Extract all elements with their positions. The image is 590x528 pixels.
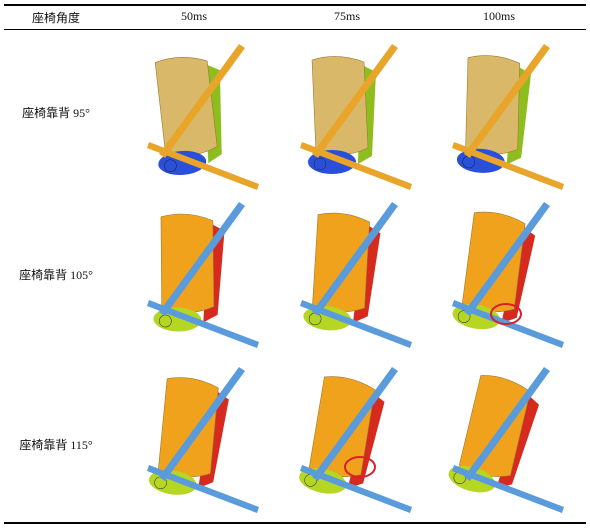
shoulder-belt — [464, 367, 550, 481]
shoulder-belt — [159, 44, 245, 158]
lap-belt — [452, 142, 564, 190]
lap-belt — [300, 300, 412, 348]
torso-shape — [465, 55, 521, 155]
sim-image-r2-c3 — [424, 194, 574, 349]
lap-belt — [147, 465, 259, 513]
torso-shape — [312, 212, 370, 313]
highlight-circle — [344, 456, 376, 478]
pelvis-detail — [313, 157, 327, 171]
sim-image-r1-c1 — [119, 36, 269, 191]
lap-belt — [147, 300, 259, 348]
lap-belt — [147, 142, 259, 190]
row-label-115: 座椅靠背 115° — [19, 438, 93, 452]
header-50ms: 50ms — [180, 9, 207, 23]
sim-image-r2-c1 — [119, 194, 269, 349]
header-75ms: 75ms — [333, 9, 360, 23]
torso-shape — [160, 213, 215, 314]
shoulder-belt — [312, 367, 398, 481]
sim-image-r3-c3 — [424, 359, 574, 514]
pelvis-detail — [164, 159, 177, 173]
shoulder-belt — [464, 202, 550, 316]
sim-image-r1-c2 — [272, 36, 422, 191]
lap-belt — [452, 465, 564, 513]
highlight-circle — [490, 303, 522, 325]
sim-image-r3-c1 — [119, 359, 269, 514]
lap-belt — [300, 465, 412, 513]
pelvis-detail — [159, 314, 172, 328]
table-header-rule — [4, 29, 586, 30]
header-seat-angle: 座椅角度 — [31, 11, 80, 25]
table-bottom-rule — [4, 522, 586, 524]
shoulder-belt — [312, 44, 398, 158]
shoulder-belt — [312, 202, 398, 316]
shoulder-belt — [464, 44, 550, 158]
sim-image-r2-c2 — [272, 194, 422, 349]
sim-image-r1-c3 — [424, 36, 574, 191]
shoulder-belt — [159, 202, 245, 316]
table-top-rule — [4, 4, 586, 6]
header-100ms: 100ms — [482, 9, 515, 23]
torso-shape — [311, 56, 369, 156]
shoulder-belt — [159, 367, 245, 481]
figure-table: 座椅角度 50ms 75ms 100ms 座椅靠背 95° 座椅靠背 105° … — [4, 4, 586, 524]
row-label-95: 座椅靠背 95° — [22, 106, 90, 120]
lap-belt — [300, 142, 412, 190]
sim-image-r3-c2 — [272, 359, 422, 514]
torso-shape — [154, 57, 218, 157]
row-label-105: 座椅靠背 105° — [19, 268, 93, 282]
torso-shape — [308, 376, 376, 477]
